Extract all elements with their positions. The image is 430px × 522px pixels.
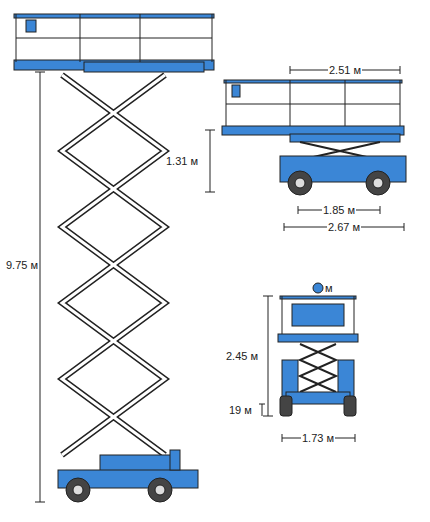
scissor-arms (62, 75, 165, 455)
dimension-label: 1.73 м (301, 432, 335, 445)
stowed-lift (222, 80, 406, 195)
extended-base (58, 450, 198, 502)
dimension-label: 9.75 м (5, 259, 39, 272)
dimension-label: 19 м (228, 404, 253, 417)
dimension-label: м (324, 282, 334, 295)
dimension-label: 2.51 м (328, 64, 362, 77)
dimension-label: 1.85 м (322, 204, 356, 217)
front-view (278, 283, 358, 416)
dimension-label: 1.31 м (165, 155, 199, 168)
height-dimension (35, 72, 45, 502)
stowed-dimensions (205, 66, 404, 231)
dimension-label: 2.45 м (225, 350, 259, 363)
dimension-label: 2.67 м (327, 221, 361, 234)
front-dimensions (259, 296, 355, 442)
extended-platform (14, 14, 214, 72)
